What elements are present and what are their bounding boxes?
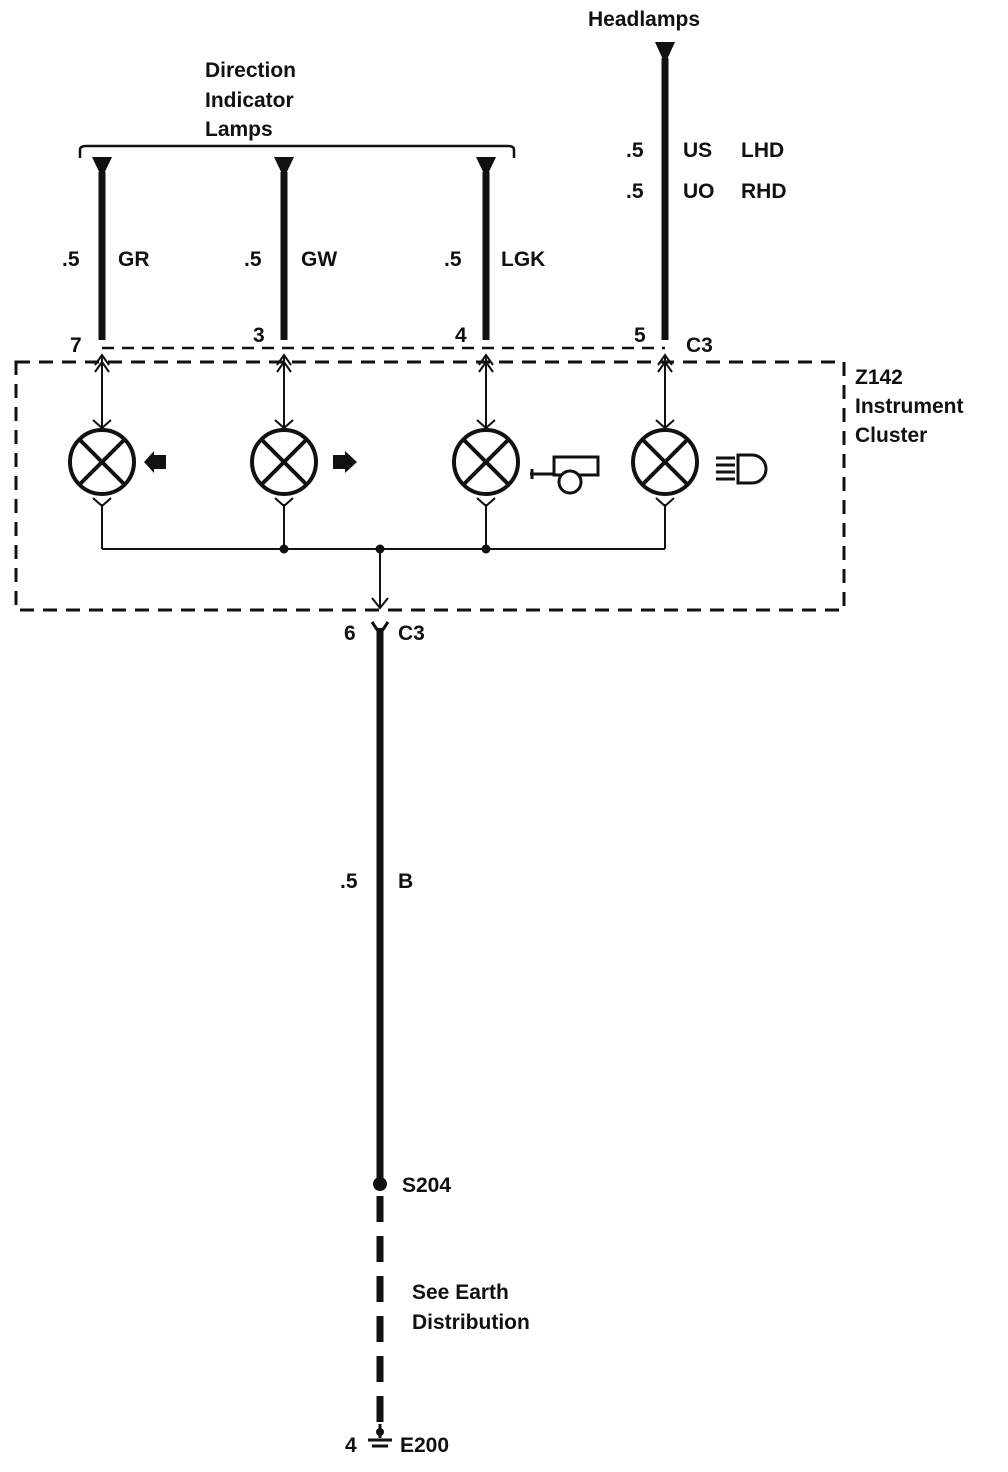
- wire-arrow-gr: [92, 157, 112, 178]
- left-arrow-icon: [144, 451, 166, 473]
- instrument-cluster-box: [14, 360, 846, 612]
- bus-drop-arrow: [371, 597, 389, 610]
- wire-arrow-gw: [274, 157, 294, 178]
- direction-left-top-chevron: [94, 353, 110, 366]
- wire-gauge-gw: .5: [244, 248, 262, 271]
- direction-label-2: Indicator: [205, 89, 294, 112]
- bus-junction-1: [279, 544, 289, 554]
- headlamp-variant-1: LHD: [741, 139, 784, 162]
- ground-wire-gauge: .5: [340, 870, 358, 893]
- component-name-2: Cluster: [855, 424, 927, 447]
- trailer-top-chevron: [478, 353, 494, 366]
- component-id: Z142: [855, 366, 903, 389]
- direction-right-top-chevron: [276, 353, 292, 366]
- trailer-icon: [530, 455, 600, 495]
- headlamp-icon: [716, 453, 768, 485]
- headlamp-top-chevron: [657, 353, 673, 366]
- headlamps-label: Headlamps: [588, 8, 700, 31]
- headlamp-gauge-2: .5: [626, 180, 644, 203]
- wire-color-gw: GW: [301, 248, 337, 271]
- direction-label-1: Direction: [205, 59, 296, 82]
- headlamp-variant-2: RHD: [741, 180, 787, 203]
- trailer-lamp-cross-b: [461, 437, 511, 487]
- component-name-1: Instrument: [855, 395, 964, 418]
- pin-number-7: 7: [70, 334, 82, 357]
- wire-color-gr: GR: [118, 248, 150, 271]
- pin-number-5: 5: [634, 324, 646, 347]
- ground-pin-number: 6: [344, 622, 356, 645]
- direction-left-lamp-cross-b: [77, 437, 127, 487]
- earth-pin-number: 4: [345, 1434, 357, 1457]
- headlamp-gauge-1: .5: [626, 139, 644, 162]
- direction-right-lamp-cross-b: [259, 437, 309, 487]
- wire-arrow-headlamps: [655, 42, 675, 64]
- direction-label-3: Lamps: [205, 118, 273, 141]
- pin-number-3: 3: [253, 324, 265, 347]
- direction-bracket: [78, 144, 516, 158]
- connector-label-c3-top: C3: [686, 334, 713, 357]
- wire-gauge-gr: .5: [62, 248, 80, 271]
- bus-junction-3: [481, 544, 491, 554]
- headlamp-color-2: UO: [683, 180, 715, 203]
- headlamp-lamp-cross-b: [640, 437, 690, 487]
- headlamp-color-1: US: [683, 139, 712, 162]
- ground-connector-label: C3: [398, 622, 425, 645]
- wire-color-lgk: LGK: [501, 248, 545, 271]
- earth-note-1: See Earth: [412, 1281, 509, 1304]
- wire-gauge-lgk: .5: [444, 248, 462, 271]
- pin-number-4: 4: [455, 324, 467, 347]
- ground-wire-color: B: [398, 870, 413, 893]
- wire-arrow-lgk: [476, 157, 496, 178]
- earth-ground-icon: [368, 1424, 392, 1448]
- earth-point-label: E200: [400, 1434, 449, 1457]
- right-arrow-icon: [333, 451, 357, 473]
- splice-s204: [373, 1177, 387, 1191]
- splice-label: S204: [402, 1174, 451, 1197]
- earth-note-2: Distribution: [412, 1311, 530, 1334]
